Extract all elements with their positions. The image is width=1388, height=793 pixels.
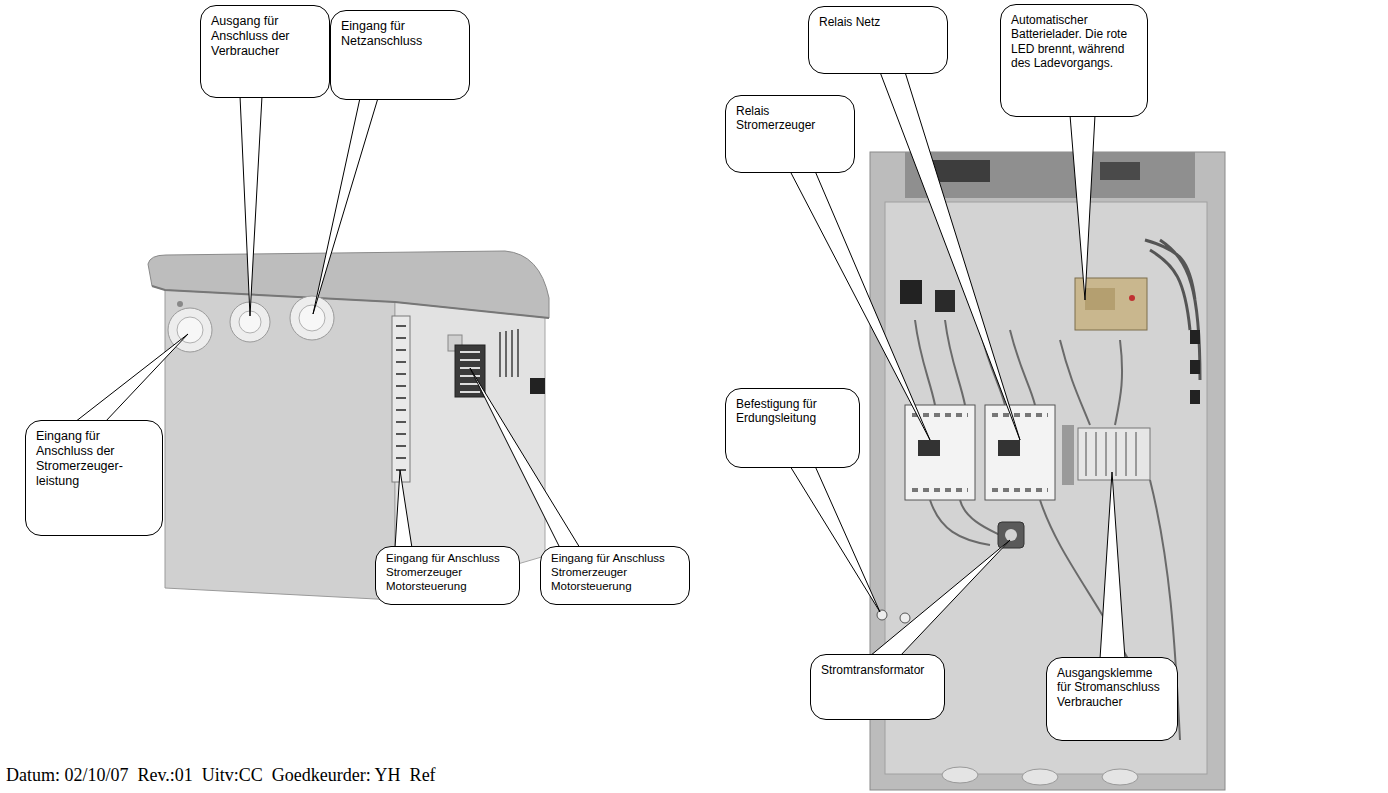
terminal-dividers bbox=[1086, 432, 1136, 476]
callout-tail bbox=[470, 368, 580, 548]
callout-text: Befestigung für Erdungsleitung bbox=[736, 397, 849, 426]
cable-gland bbox=[1022, 769, 1058, 785]
contactor bbox=[985, 405, 1055, 500]
callout-text: Ausgangsklemme für Stromanschluss Verbra… bbox=[1057, 666, 1167, 709]
callout-bubble: Befestigung für Erdungsleitung bbox=[725, 388, 860, 468]
callout-tail bbox=[395, 470, 412, 548]
callout-text: Stromtransformator bbox=[821, 663, 934, 677]
cable-gland bbox=[1102, 769, 1138, 785]
terminal-contacts bbox=[396, 326, 406, 470]
callout-bubble: Relais Stromerzeuger bbox=[725, 95, 855, 173]
callout-bubble: Stromtransformator bbox=[810, 654, 945, 720]
callout-bubble: Eingang für Anschluss Stromerzeuger Moto… bbox=[375, 546, 520, 605]
wiring bbox=[930, 480, 1180, 740]
cable-gland bbox=[942, 767, 978, 783]
callout-text: Relais Netz bbox=[819, 15, 937, 29]
cable-clip bbox=[1190, 390, 1200, 404]
cable-harness bbox=[1145, 240, 1200, 380]
terminal-block bbox=[1078, 428, 1150, 480]
callout-tail bbox=[1100, 472, 1125, 659]
lid-edge bbox=[152, 286, 549, 318]
charger-led bbox=[1129, 295, 1135, 301]
contactor bbox=[905, 405, 975, 500]
contactor-window bbox=[998, 440, 1020, 456]
panel-part bbox=[1100, 162, 1140, 180]
callout-text: Eingang für Anschluss Stromerzeuger Moto… bbox=[551, 552, 679, 593]
contactor-terminals bbox=[912, 415, 968, 490]
panel-part bbox=[930, 160, 990, 182]
cable-gland-inner bbox=[299, 305, 325, 331]
screw bbox=[177, 301, 183, 307]
fuse-holder bbox=[900, 280, 922, 304]
footer-note: Datum: 02/10/07 Rev.:01 Uitv:CC Goedkeur… bbox=[6, 765, 436, 786]
current-transformer bbox=[998, 522, 1024, 548]
cable-clip bbox=[1190, 360, 1200, 374]
connector-pins bbox=[460, 352, 480, 392]
callout-tail bbox=[75, 334, 188, 422]
callout-text: Eingang für Anschluss der Stromerzeuger-… bbox=[36, 429, 152, 489]
callout-tail bbox=[790, 466, 880, 612]
callout-text: Eingang für Anschluss Stromerzeuger Moto… bbox=[386, 552, 509, 593]
callout-bubble: Ausgang für Anschluss der Verbraucher bbox=[200, 5, 330, 98]
callout-tails bbox=[75, 72, 1125, 659]
callout-tail bbox=[240, 96, 262, 316]
ground-screw bbox=[877, 610, 887, 620]
front-face bbox=[165, 288, 395, 600]
callout-tail bbox=[1070, 115, 1095, 300]
vent-slots bbox=[500, 329, 518, 377]
transformer-core bbox=[1005, 529, 1017, 541]
contactor-window bbox=[918, 440, 940, 456]
contactor-terminals bbox=[992, 415, 1048, 490]
din-rail bbox=[1062, 425, 1074, 485]
callout-tail bbox=[870, 540, 1010, 656]
callout-text: Eingang für Netzanschluss bbox=[341, 19, 459, 49]
callout-bubble: Eingang für Anschluss Stromerzeuger Moto… bbox=[540, 546, 690, 605]
callout-text: Automatischer Batterielader. Die rote LE… bbox=[1011, 13, 1137, 71]
callout-text: Relais Stromerzeuger bbox=[736, 104, 844, 133]
cable-gland bbox=[290, 296, 334, 340]
callout-text: Ausgang für Anschluss der Verbraucher bbox=[211, 14, 319, 59]
switch-knob bbox=[530, 378, 545, 394]
charger-coil bbox=[1085, 288, 1115, 310]
callout-bubble: Automatischer Batterielader. Die rote LE… bbox=[1000, 4, 1148, 117]
lid bbox=[148, 251, 549, 318]
callout-bubble: Relais Netz bbox=[808, 6, 948, 74]
cable-clip bbox=[1190, 330, 1200, 344]
callout-bubble: Ausgangsklemme für Stromanschluss Verbra… bbox=[1046, 657, 1178, 741]
fuse-holder bbox=[935, 290, 955, 312]
lid-hinge bbox=[905, 152, 1195, 198]
callout-bubble: Eingang für Anschluss der Stromerzeuger-… bbox=[25, 420, 163, 536]
callout-tail bbox=[313, 98, 378, 314]
terminal-strip bbox=[392, 316, 410, 482]
ground-screw bbox=[900, 613, 910, 623]
callout-bubble: Eingang für Netzanschluss bbox=[330, 10, 470, 100]
